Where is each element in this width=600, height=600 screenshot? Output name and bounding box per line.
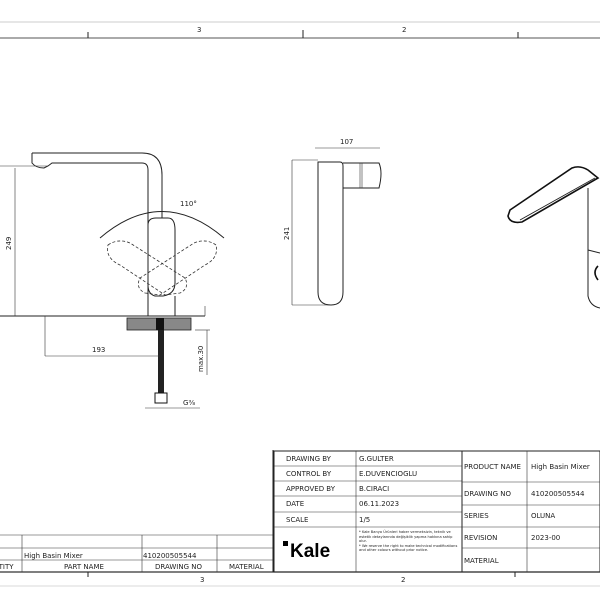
zone-label: 2 [401, 576, 405, 584]
frame-bottom: 3 2 [0, 571, 600, 587]
notice-turkish: * Kale Banyo Ürünleri haber vermeksizin,… [359, 530, 453, 544]
drawing-no-label: DRAWING NO [464, 490, 511, 498]
revision-value: 2023-00 [531, 534, 560, 542]
parts-list: High Basin Mixer 410200505544 QUANTITY P… [0, 450, 274, 572]
header-part-name: PART NAME [64, 563, 104, 571]
dimension-max-thickness: max.30 [197, 346, 205, 372]
approved-by-value: B.CIRACI [359, 485, 389, 493]
drawing-by-label: DRAWING BY [286, 455, 332, 463]
drawing-no-value: 410200505544 [531, 490, 585, 498]
kale-logo: Kale [290, 541, 330, 562]
product-name-label: PRODUCT NAME [464, 463, 521, 471]
dimension-height: 249 [5, 237, 13, 250]
dimension-connection: G⅜ [183, 399, 195, 407]
perspective-view [507, 166, 600, 309]
scale-label: SCALE [286, 516, 308, 524]
front-view: 107 241 [283, 138, 382, 306]
date-value: 06.11.2023 [359, 500, 399, 508]
dimension-angle: 110° [180, 200, 197, 208]
part-drawing-no-value: 410200505544 [143, 552, 197, 560]
zone-label: 3 [200, 576, 204, 584]
side-view: 249 110° 193 max.30 G⅜ [0, 152, 225, 409]
header-drawing-no: DRAWING NO [155, 563, 202, 571]
header-quantity: QUANTITY [0, 563, 14, 571]
dimension-reach: 193 [92, 346, 105, 354]
control-by-value: E.DUVENCIOGLU [359, 470, 417, 478]
logo-mark-icon [283, 541, 288, 546]
date-label: DATE [286, 500, 304, 508]
flexible-hose [158, 330, 164, 395]
zone-label: 3 [197, 26, 201, 34]
title-block: DRAWING BY G.GULTER CONTROL BY E.DUVENCI… [273, 450, 600, 573]
header-material: MATERIAL [229, 563, 264, 571]
series-value: OLUNA [531, 512, 555, 520]
part-name-value: High Basin Mixer [24, 552, 83, 560]
material-label: MATERIAL [464, 557, 499, 565]
approved-by-label: APPROVED BY [286, 485, 336, 493]
series-label: SERIES [464, 512, 489, 520]
zone-label: 2 [402, 26, 406, 34]
revision-label: REVISION [464, 534, 497, 542]
dimension-height-front: 241 [283, 227, 291, 240]
control-by-label: CONTROL BY [286, 470, 332, 478]
drawing-by-value: G.GULTER [359, 455, 394, 463]
notice-english: * We reserve the right to make technical… [359, 543, 458, 553]
frame-top: 3 2 [0, 21, 600, 39]
product-name-value: High Basin Mixer [531, 463, 590, 471]
dimension-width: 107 [340, 138, 353, 146]
scale-value: 1/5 [359, 516, 370, 524]
